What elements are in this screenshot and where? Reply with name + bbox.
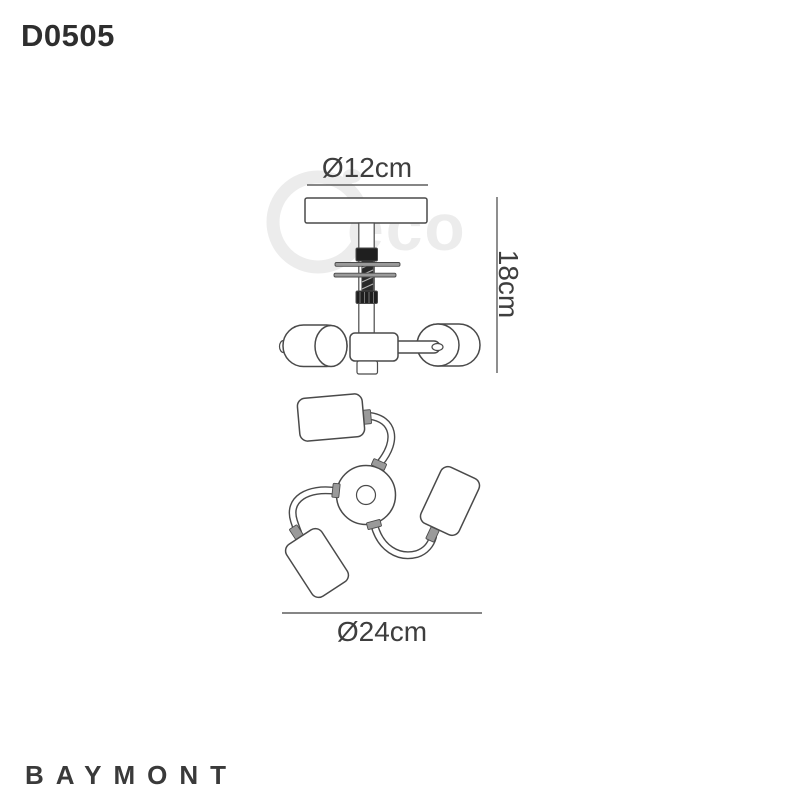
plan-shade-bottom-left [284, 527, 350, 599]
knurled-nut [355, 290, 378, 304]
plan-shade-right [419, 465, 481, 537]
ceiling-plate [304, 197, 428, 224]
center-hub-hole [355, 484, 377, 506]
arm-right [370, 520, 437, 560]
bottom-view [282, 393, 482, 614]
watermark-leaf [343, 169, 361, 183]
dimension-top-diameter-label: Ø12cm [321, 152, 413, 183]
plan-shade-top-left [296, 393, 366, 442]
hub-nub-top [371, 458, 387, 471]
center-bracket [349, 332, 399, 362]
bottom-socket [356, 360, 379, 375]
washer-plate-upper [334, 262, 401, 267]
product-code: D0505 [21, 18, 115, 53]
hub-nub-bottom [366, 519, 382, 530]
side-view [278, 184, 498, 375]
arm-left [288, 486, 340, 536]
upper-coupler [355, 247, 378, 262]
washer-plate-lower [333, 272, 397, 278]
dimension-height-label: 18cm [493, 249, 524, 319]
brand-logo: BAYMONT [25, 760, 239, 790]
left-shade-rim [314, 324, 348, 368]
hub-nub-left [331, 482, 341, 499]
arm-top [366, 412, 396, 467]
dimension-bottom-diameter-label: Ø24cm [336, 616, 428, 647]
right-arm-endcap [431, 342, 444, 352]
